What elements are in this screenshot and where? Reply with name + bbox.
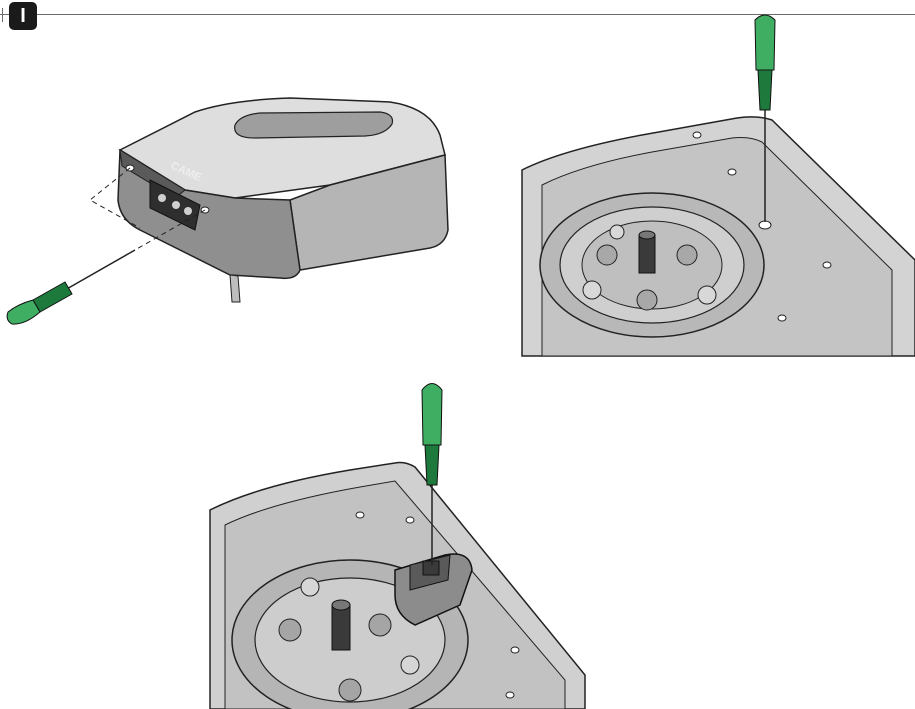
- header-rule: [0, 14, 915, 15]
- bracket-panel: [209, 383, 586, 709]
- step-badge: I: [9, 2, 37, 30]
- housing-panel: CAME: [6, 97, 449, 325]
- badge-bracket: [2, 8, 9, 22]
- screwdriver-icon: [754, 14, 776, 222]
- base-plate-icon: [521, 116, 915, 357]
- sensor-housing-icon: CAME: [89, 97, 449, 303]
- screwdriver-icon: [421, 383, 443, 565]
- base-plate-panel: [521, 14, 915, 357]
- screwdriver-icon: [6, 249, 136, 325]
- bracket-icon: [394, 553, 473, 626]
